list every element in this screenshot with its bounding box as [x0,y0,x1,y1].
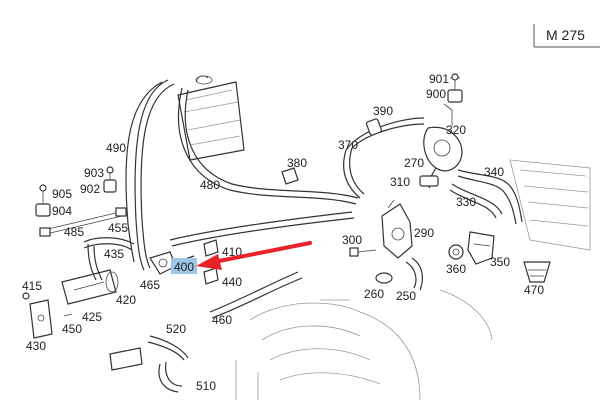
label-520: 520 [166,322,186,336]
label-480: 480 [200,178,220,192]
thermostat-housing [419,103,463,189]
arrow-head [196,254,222,270]
pointer-arrow [196,241,312,270]
part-labels: 901 900 390 320 370 490 380 270 340 310 … [22,72,544,393]
label-390: 390 [373,104,393,118]
label-904: 904 [52,204,72,218]
sensor-900 [447,73,463,103]
diagram-code: M 275 [546,27,585,43]
label-490: 490 [106,141,126,155]
diagram-code-box: M 275 [533,24,600,48]
valve-bottom [109,347,143,371]
label-435: 435 [104,247,124,261]
label-455: 455 [108,221,128,235]
bolt-300 [349,247,377,257]
hose-460 [209,271,303,319]
label-460: 460 [212,313,232,327]
bracket-350 [467,231,495,265]
label-300: 300 [342,233,362,247]
hose-lower-main [169,211,355,247]
hose-490 [125,79,175,271]
label-485: 485 [64,225,84,239]
label-360: 360 [446,262,466,276]
engine-block-bottom [235,289,493,401]
label-430: 430 [26,339,46,353]
rubber-mount-470 [523,261,551,283]
label-510: 510 [196,379,216,393]
aux-pump-420 [61,269,119,305]
label-380: 380 [287,156,307,170]
label-330: 330 [456,195,476,209]
highlight-box [171,258,197,274]
hose-520 [147,335,189,361]
label-290: 290 [414,226,434,240]
label-250: 250 [396,289,416,303]
arrow-shaft [212,241,312,264]
hose-480 [178,87,359,205]
label-901: 901 [429,72,449,86]
label-270: 270 [404,156,424,170]
clamp-410 [203,239,219,257]
engine-block-right [509,159,591,251]
hose-510 [158,361,183,393]
label-425: 425 [82,310,102,324]
bracket-430 [22,292,73,339]
label-420: 420 [116,293,136,307]
hose-340-330 [449,169,523,225]
label-400: 400 [174,260,194,274]
label-902: 902 [80,182,100,196]
label-310: 310 [390,175,410,189]
expansion-tank [177,75,245,161]
hose-370 [343,117,425,199]
hose-455 [83,237,135,281]
label-465: 465 [140,278,160,292]
label-905: 905 [52,187,72,201]
clamp-415 [203,267,219,285]
rod-485 [39,207,127,237]
label-260: 260 [364,287,384,301]
water-pump-290 [381,199,413,259]
clamp-260 [375,272,393,284]
label-470: 470 [524,283,544,297]
label-415: 440 [222,275,242,289]
label-440: 415 [22,279,42,293]
label-320: 320 [446,123,466,137]
label-450: 450 [62,322,82,336]
sensor-905-group [35,166,117,217]
fitting-380 [281,167,299,185]
fitting-390 [365,118,383,136]
label-350: 350 [490,255,510,269]
label-340: 340 [484,165,504,179]
hose-250 [405,257,423,291]
highlighted-part-400[interactable]: 400 [171,258,197,274]
label-370: 370 [338,138,358,152]
label-903: 903 [84,166,104,180]
nut-360 [448,244,464,260]
label-900: 900 [426,87,446,101]
